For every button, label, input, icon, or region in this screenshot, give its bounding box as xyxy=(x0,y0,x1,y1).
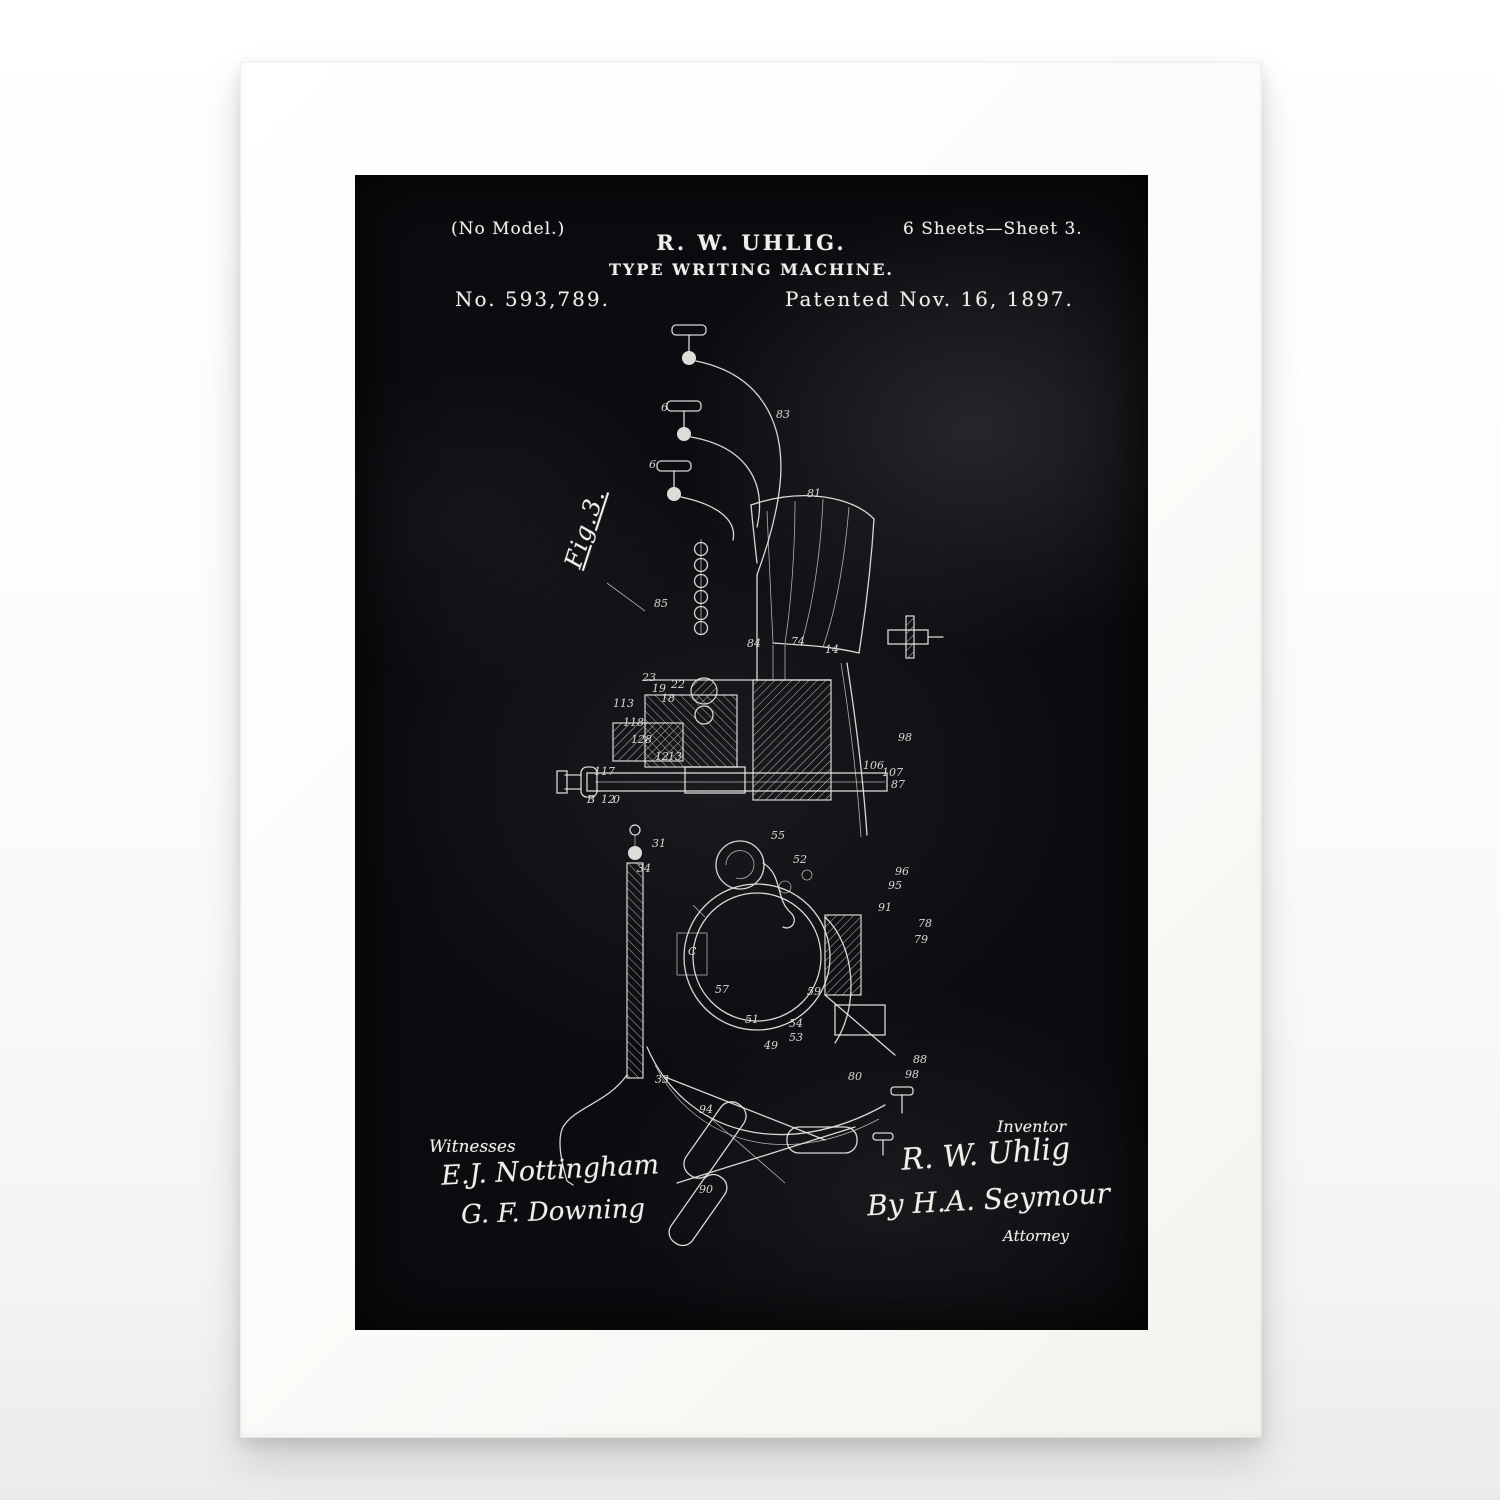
ref-label: C xyxy=(688,945,697,958)
ref-label: 106 xyxy=(863,759,884,772)
ref-label: 55 xyxy=(771,829,785,842)
ref-label: 59 xyxy=(807,985,821,998)
ref-label: 98 xyxy=(898,731,912,744)
platen-cylinder xyxy=(677,884,830,1030)
witnesses-label: Witnesses xyxy=(429,1137,516,1157)
patent-print: (No Model.) 6 Sheets—Sheet 3. R. W. UHLI… xyxy=(355,175,1148,1330)
ref-label: 22 xyxy=(670,678,685,691)
ref-label: 95 xyxy=(888,879,902,892)
ref-label: 80 xyxy=(848,1070,862,1083)
right-spindle xyxy=(841,616,943,837)
ref-label: 90 xyxy=(699,1183,713,1196)
frame-cross-sections xyxy=(613,575,831,800)
ref-label: 33 xyxy=(655,1073,669,1086)
ref-label: 57 xyxy=(715,983,729,996)
ref-label: 51 xyxy=(745,1013,759,1026)
ref-label: 113 xyxy=(613,697,634,710)
ref-label: 118 xyxy=(623,716,644,729)
ref-label: 34 xyxy=(637,862,651,875)
ref-label: 94 xyxy=(699,1103,713,1116)
paper-funnel xyxy=(751,496,874,653)
ref-label: 128 xyxy=(631,733,652,746)
ref-label: 53 xyxy=(789,1031,803,1044)
key-linkage-curves xyxy=(607,361,781,611)
ref-label: B xyxy=(586,793,595,806)
ref-label: 79 xyxy=(914,933,928,946)
ref-label: 31 xyxy=(652,837,666,850)
ref-label: 0 xyxy=(613,793,620,806)
ref-label: 117 xyxy=(594,765,615,778)
ref-label: 54 xyxy=(789,1017,803,1030)
ref-label: 87 xyxy=(891,778,905,791)
ref-label: 13 xyxy=(668,750,682,763)
ref-label: 91 xyxy=(878,901,892,914)
attorney-label: Attorney xyxy=(1003,1227,1069,1245)
ref-label: 88 xyxy=(913,1053,927,1066)
ref-label: 12 xyxy=(655,750,669,763)
carriage-parts xyxy=(825,915,895,1055)
ref-label: 49 xyxy=(763,1039,778,1052)
ref-label: 84 xyxy=(747,637,761,650)
ref-label: 14 xyxy=(825,643,839,656)
ref-label: 81 xyxy=(807,487,821,500)
ref-label: 83 xyxy=(776,408,790,421)
ref-label: 74 xyxy=(791,635,805,648)
ref-label: 98 xyxy=(905,1068,919,1081)
ref-label: 96 xyxy=(895,865,909,878)
witness-signature-2: G. F. Downing xyxy=(461,1194,646,1230)
ref-label: 18 xyxy=(661,692,675,705)
ref-label: 52 xyxy=(793,853,807,866)
ref-label: 6 xyxy=(649,458,656,471)
left-support-bar xyxy=(560,825,643,1185)
poster-frame: (No Model.) 6 Sheets—Sheet 3. R. W. UHLI… xyxy=(240,62,1262,1438)
ref-label: 85 xyxy=(654,597,668,610)
ref-label: 78 xyxy=(918,917,932,930)
base-levers xyxy=(647,1047,885,1183)
ref-label: 6 xyxy=(661,401,668,414)
